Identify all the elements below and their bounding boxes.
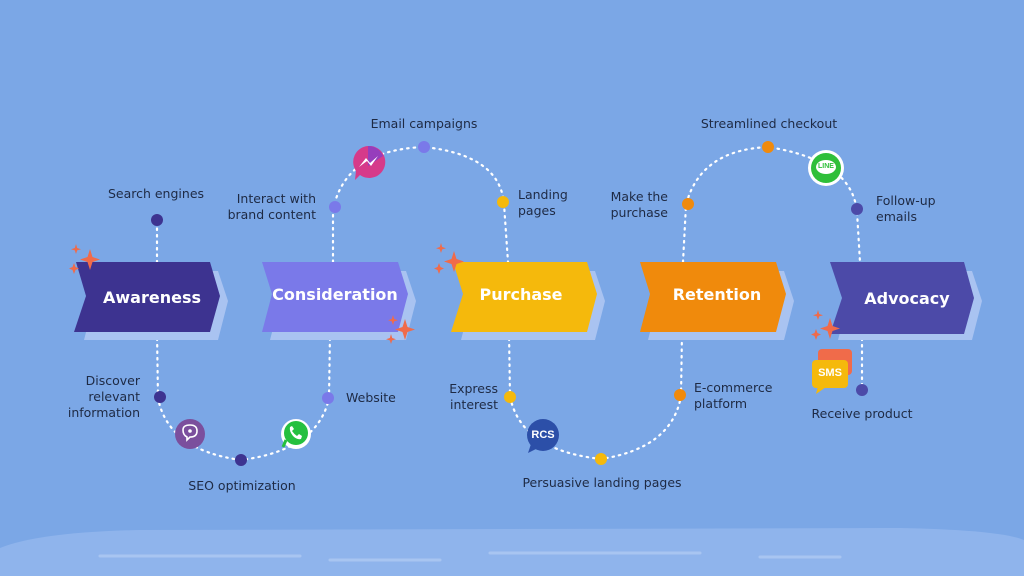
stage-purchase <box>451 262 597 332</box>
label-email-campaigns: Email campaigns <box>370 116 478 131</box>
stage-label-retention: Retention <box>672 285 762 304</box>
label-receive-product: Receive product <box>811 406 913 421</box>
label-seo-optimization: SEO optimization <box>188 478 296 493</box>
line-icon-text: LINE <box>818 163 834 170</box>
dot-persuasive-landing <box>595 453 607 465</box>
sparkle-icon <box>813 310 823 320</box>
touchpoint-dots <box>151 141 868 466</box>
dot-website <box>322 392 334 404</box>
dot-seo-optimization <box>235 454 247 466</box>
sparkle-icon <box>69 263 79 274</box>
label-express-interest: Express interest <box>449 381 498 412</box>
label-ecommerce-platform: E-commerce platform <box>694 380 773 411</box>
rcs-icon <box>527 419 559 453</box>
dot-streamlined-checkout <box>762 141 774 153</box>
label-follow-up-emails: Follow-up emails <box>876 193 936 224</box>
sms-icon-text: SMS <box>818 367 842 379</box>
sms-icon <box>812 349 852 394</box>
dot-search-engines <box>151 214 163 226</box>
dot-discover-info <box>154 391 166 403</box>
label-persuasive-landing: Persuasive landing pages <box>522 475 682 490</box>
label-search-engines: Search engines <box>107 186 205 201</box>
stage-awareness <box>74 262 220 332</box>
label-discover-info: Discover relevant information <box>67 373 140 420</box>
stage-label-consideration: Consideration <box>272 285 398 304</box>
viber-icon <box>175 419 205 449</box>
rcs-icon-text: RCS <box>531 429 555 441</box>
stage-retention <box>640 262 786 332</box>
sparkle-icon <box>434 263 444 274</box>
dot-express-interest <box>504 391 516 403</box>
sparkle-icon <box>820 318 840 339</box>
dot-receive-product <box>856 384 868 396</box>
bottom-wave-highlight <box>98 551 842 562</box>
sparkle-icon <box>436 243 446 253</box>
stage-label-advocacy: Advocacy <box>864 289 950 308</box>
stage-label-awareness: Awareness <box>103 288 201 307</box>
dot-landing-pages <box>497 196 509 208</box>
stage-label-purchase: Purchase <box>479 285 563 304</box>
sparkle-icon <box>395 319 415 340</box>
dot-follow-up <box>851 203 863 215</box>
dot-interact-brand <box>329 201 341 213</box>
sparkle-decorations <box>69 243 840 344</box>
sparkle-icon <box>80 249 100 270</box>
sparkle-icon <box>71 244 81 254</box>
label-interact-brand: Interact with brand content <box>227 191 316 222</box>
dot-email-campaigns <box>418 141 430 153</box>
sparkle-icon <box>386 334 396 344</box>
label-website: Website <box>346 390 396 405</box>
label-make-purchase: Make the purchase <box>610 189 668 220</box>
dot-make-purchase <box>682 198 694 210</box>
line-icon <box>808 150 844 186</box>
sparkle-icon <box>811 329 821 340</box>
messenger-icon <box>353 145 386 180</box>
sparkle-icon <box>444 251 464 272</box>
whatsapp-icon <box>281 419 311 449</box>
stage-advocacy <box>830 262 974 334</box>
sparkle-icon <box>388 315 398 325</box>
stage-consideration <box>262 262 408 332</box>
dot-ecommerce-platform <box>674 389 686 401</box>
label-streamlined-checkout: Streamlined checkout <box>700 116 838 131</box>
label-landing-pages: Landing pages <box>518 187 568 218</box>
